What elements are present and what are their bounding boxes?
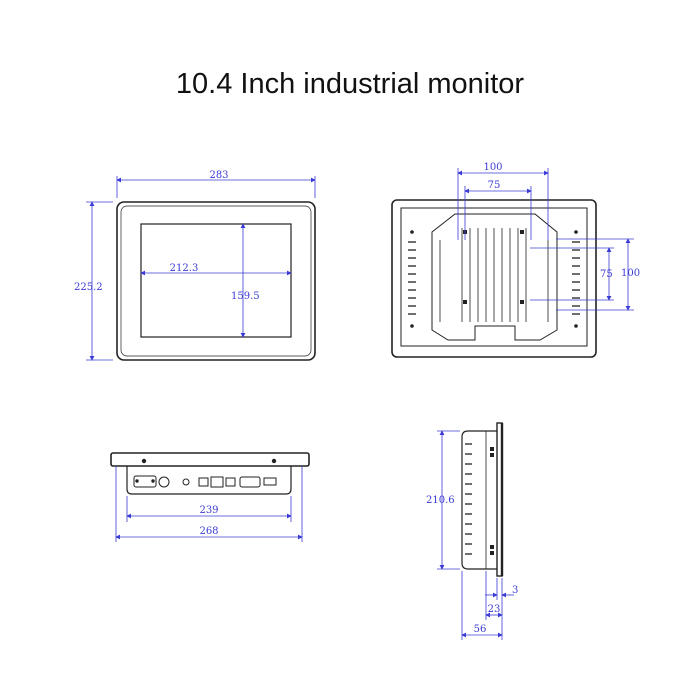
back-vent-left <box>408 241 416 315</box>
heatsink-outline <box>431 213 558 341</box>
side-vent-slots <box>465 443 472 555</box>
bottom-total-label: 268 <box>199 526 218 537</box>
usb-port-1 <box>198 477 209 487</box>
side-body <box>461 430 497 570</box>
screen-height-dimension: 159.5 <box>231 223 260 338</box>
vesa-inner-height-label: 75 <box>600 269 613 280</box>
side-body-depth-dimension: 23 <box>485 571 503 620</box>
vesa-outer-width-label: 100 <box>483 162 502 173</box>
heatsink-fins <box>439 228 549 322</box>
bottom-cutout-dimension: 239 <box>126 496 292 522</box>
bottom-bezel <box>110 452 310 467</box>
side-height-label: 210.6 <box>426 495 455 506</box>
hdmi-port <box>263 477 277 486</box>
back-view: 100 75 75 100 <box>391 162 640 358</box>
vesa-outer-height-label: 100 <box>621 268 640 279</box>
side-bezel-label: 3 <box>512 585 518 596</box>
side-total-depth-label: 56 <box>474 624 487 635</box>
front-view: 283 225.2 212.3 159.5 <box>74 170 316 361</box>
back-bezel <box>391 199 597 358</box>
io-ports <box>133 475 277 488</box>
side-bezel-dimension: 3 <box>485 578 518 600</box>
back-housing <box>400 207 588 347</box>
page-title: 10.4 Inch industrial monitor <box>175 68 525 100</box>
screen-width-label: 212.3 <box>170 263 199 274</box>
lan-port <box>210 476 224 488</box>
side-body-depth-label: 23 <box>488 604 501 615</box>
vesa-inner-width-dimension: 75 <box>464 180 532 240</box>
front-bezel <box>116 201 316 361</box>
screen-height-label: 159.5 <box>231 291 260 302</box>
back-vent-right <box>572 241 580 315</box>
bottom-view: 239 268 <box>110 452 310 542</box>
front-screen <box>140 223 292 338</box>
bottom-total-dimension: 268 <box>115 466 303 542</box>
side-clips <box>490 447 494 555</box>
front-bezel-inner <box>120 205 312 357</box>
bottom-body <box>126 466 292 495</box>
front-height-label: 225.2 <box>74 282 103 293</box>
side-view: 210.6 3 23 56 <box>426 422 518 640</box>
vga-port <box>239 476 261 488</box>
front-height-dimension: 225.2 <box>74 201 113 361</box>
usb-port-2 <box>225 477 236 487</box>
side-height-dimension: 210.6 <box>426 430 460 570</box>
side-total-depth-dimension: 56 <box>461 571 503 640</box>
vesa-inner-width-label: 75 <box>488 180 501 191</box>
bottom-cutout-label: 239 <box>199 505 218 516</box>
serial-port <box>133 475 157 488</box>
front-width-label: 283 <box>209 170 228 181</box>
vesa-outer-width-dimension: 100 <box>457 162 549 240</box>
screen-width-dimension: 212.3 <box>140 263 292 276</box>
vesa-inner-height-dimension: 75 <box>530 247 614 301</box>
bottom-mount-holes <box>141 458 277 464</box>
power-jack <box>158 476 170 488</box>
vesa-outer-height-dimension: 100 <box>556 238 640 311</box>
front-width-dimension: 283 <box>116 170 316 198</box>
